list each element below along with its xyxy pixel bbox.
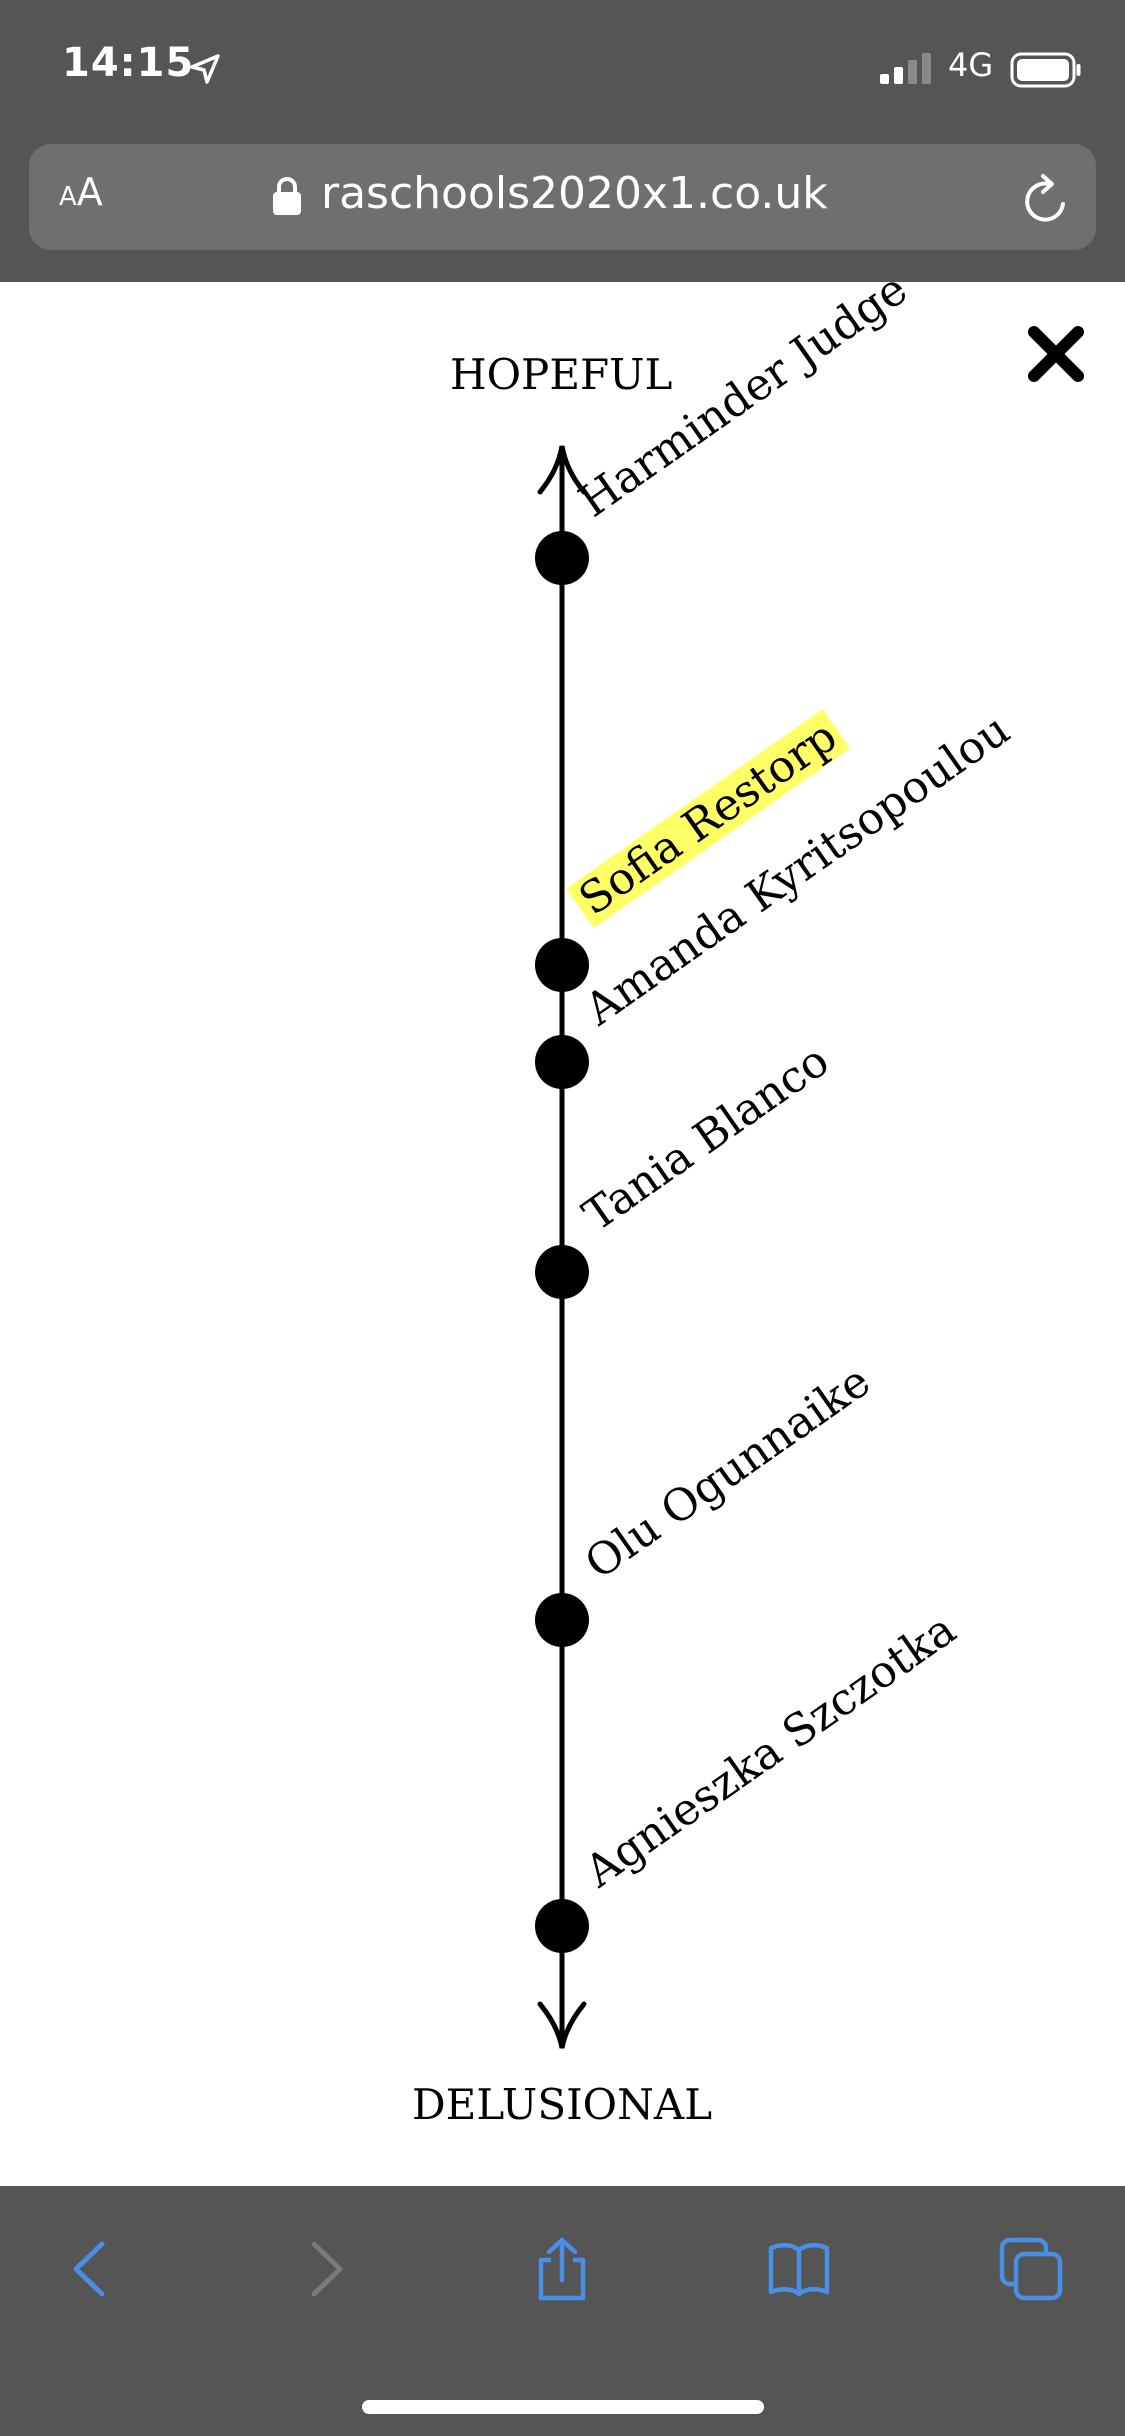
tabs-icon[interactable]	[998, 2236, 1064, 2302]
home-indicator[interactable]	[362, 2400, 764, 2414]
browser-toolbar	[0, 2186, 1125, 2436]
text-size-button[interactable]: A A	[59, 170, 103, 226]
marker-olu-ogunnaike	[535, 1593, 589, 1647]
url-text[interactable]: raschools2020x1.co.uk	[321, 168, 828, 219]
status-bar: 14:15 4G	[0, 0, 1125, 140]
location-arrow-icon	[190, 54, 220, 84]
page-content: HOPEFUL DELUSIONAL Harminder Judge Sofia…	[0, 264, 1125, 2186]
axis-arrow-down	[537, 2001, 587, 2049]
network-type: 4G	[948, 46, 994, 84]
reload-icon[interactable]	[1019, 174, 1073, 228]
browser-top-bar: A A raschools2020x1.co.uk	[0, 140, 1125, 282]
axis-label-delusional: DELUSIONAL	[412, 2080, 713, 2129]
text-size-big-glyph: A	[76, 170, 103, 214]
address-bar[interactable]: A A raschools2020x1.co.uk	[29, 144, 1096, 250]
signal-icon	[880, 53, 931, 84]
marker-harminder-judge	[535, 531, 589, 585]
share-icon[interactable]	[529, 2236, 595, 2302]
marker-sofia-restorp	[535, 1035, 589, 1089]
marker-amanda-kyritsopoulou	[535, 938, 589, 992]
marker-tania-blanco	[535, 1245, 589, 1299]
close-icon[interactable]	[1024, 322, 1088, 386]
scale-axis	[535, 445, 589, 2049]
status-time: 14:15	[62, 40, 195, 86]
text-size-small-glyph: A	[59, 182, 77, 212]
marker-agnieszka-szczotka	[535, 1899, 589, 1953]
battery-icon	[1010, 52, 1081, 88]
axis-arrow-up	[537, 445, 587, 495]
back-icon[interactable]	[58, 2236, 124, 2302]
axis-label-hopeful: HOPEFUL	[450, 350, 673, 399]
lock-icon	[273, 177, 301, 215]
bookmarks-icon[interactable]	[766, 2236, 832, 2302]
forward-icon[interactable]	[292, 2236, 358, 2302]
